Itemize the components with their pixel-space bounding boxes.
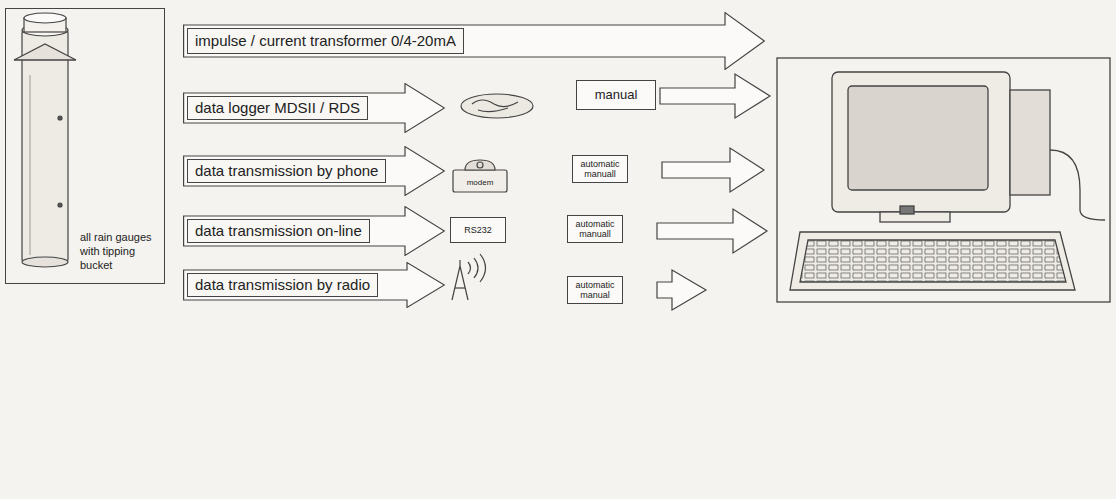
box-label: automatic manuall xyxy=(576,159,624,180)
arrow-band: data transmission by phone xyxy=(183,146,445,196)
arrow-label: impulse / current transformer 0/4-20mA xyxy=(187,28,464,54)
computer xyxy=(777,58,1110,302)
box-label: RS232 xyxy=(464,225,492,235)
rain-gauge xyxy=(14,13,76,267)
arrow-band: data logger MDSII / RDS xyxy=(183,83,445,133)
antenna-icon xyxy=(452,254,486,300)
arrow-shape xyxy=(184,207,445,256)
arrow-band: data transmission by radio xyxy=(183,262,445,308)
box-label: manual xyxy=(595,88,638,103)
arrow-label: data logger MDSII / RDS xyxy=(187,96,368,120)
box-label: automatic manuall xyxy=(571,219,619,240)
mode-box: manual xyxy=(576,80,656,110)
data-logger-icon xyxy=(461,94,533,118)
arrow-label: data transmission by radio xyxy=(187,273,378,297)
output-arrow xyxy=(657,74,770,310)
arrow-shape xyxy=(184,84,445,133)
mode-box: automatic manuall xyxy=(567,215,623,243)
icon-label: modem xyxy=(455,178,505,188)
arrow-shape xyxy=(184,147,445,196)
arrow-band: data transmission on-line xyxy=(183,206,445,256)
box-label: automatic manual xyxy=(571,280,619,301)
arrow-label: data transmission on-line xyxy=(187,219,370,243)
arrow-shape xyxy=(184,263,445,308)
arrow-band: impulse / current transformer 0/4-20mA xyxy=(183,12,765,70)
interface-box: RS232 xyxy=(450,217,506,243)
modem-icon xyxy=(453,160,507,192)
mode-box: automatic manuall xyxy=(572,155,628,183)
gauge-panel: all rain gauges with tipping bucket xyxy=(5,8,165,284)
mode-box: automatic manual xyxy=(567,276,623,304)
panel-caption: all rain gauges with tipping bucket xyxy=(80,231,164,272)
arrow-shape xyxy=(184,13,765,70)
arrow-label: data transmission by phone xyxy=(187,159,386,183)
